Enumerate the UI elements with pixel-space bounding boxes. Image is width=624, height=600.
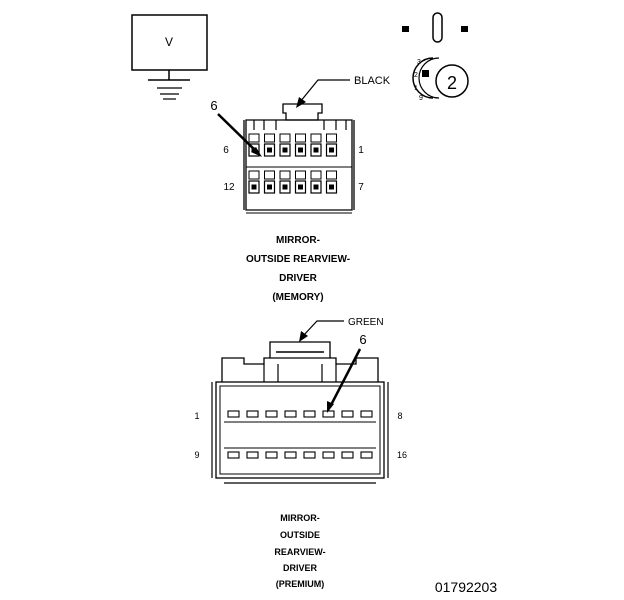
pin-cavity [341, 410, 354, 418]
pin-cavity [265, 451, 278, 459]
premium-pin-row-1 [227, 410, 373, 418]
pin-cavity [265, 410, 278, 418]
pin-cavity [303, 410, 316, 418]
memory-connector-caption: MIRROR- OUTSIDE REARVIEW- DRIVER (MEMORY… [246, 235, 350, 303]
caption-line: (MEMORY) [272, 292, 323, 303]
memory-connector: BLACK 6 6 1 12 7 MIRROR- OUTSIDE REARVIE… [210, 75, 390, 303]
figure-id: 01792203 [435, 579, 498, 595]
premium-pin-callout: 6 [359, 332, 366, 347]
pin-cavity [325, 133, 338, 157]
ground-icon [157, 87, 182, 100]
pin-cavity [360, 410, 373, 418]
memory-pin-number: 7 [358, 182, 364, 193]
caption-line: DRIVER [283, 563, 318, 573]
pin-cavity [263, 133, 276, 157]
switch-small-number: 3 [417, 59, 421, 66]
switch-small-number: 9 [419, 95, 423, 102]
pin-cavity [322, 410, 335, 418]
premium-pin-number: 1 [194, 411, 199, 421]
memory-connector-color: BLACK [354, 75, 391, 87]
premium-pin-number: 9 [194, 450, 199, 460]
caption-line: OUTSIDE [280, 530, 320, 540]
memory-pin-row-1 [248, 133, 338, 157]
voltmeter-symbol: V [165, 35, 173, 49]
pin-cavity [263, 170, 276, 194]
voltmeter-icon: V [131, 14, 208, 100]
premium-pin-number: 8 [397, 411, 402, 421]
pin-cavity [227, 410, 240, 418]
pin-cavity [303, 451, 316, 459]
pin-cavity [294, 133, 307, 157]
pin-cavity [322, 451, 335, 459]
pin-cavity [341, 451, 354, 459]
memory-pin-row-2 [248, 170, 338, 194]
caption-line: OUTSIDE REARVIEW- [246, 254, 350, 265]
premium-pin-row-2 [227, 451, 373, 459]
pin-cavity [246, 451, 259, 459]
memory-pin-number: 1 [358, 145, 364, 156]
switch-position-number: 2 [447, 73, 457, 93]
premium-connector-color: GREEN [348, 317, 384, 328]
memory-pin-number: 6 [223, 145, 229, 156]
pin-cavity [279, 170, 291, 194]
pin-cavity [294, 170, 307, 194]
premium-connector: GREEN 6 1 8 9 16 MIRROR- OUTSIDE [194, 317, 407, 589]
switch-small-number: 1 [414, 85, 418, 92]
caption-line: DRIVER [279, 273, 318, 284]
pin-cavity [246, 410, 259, 418]
pin-cavity [227, 451, 240, 459]
premium-connector-caption: MIRROR- OUTSIDE REARVIEW- DRIVER (PREMIU… [274, 513, 325, 589]
caption-line: REARVIEW- [274, 547, 325, 557]
pin-cavity [284, 410, 297, 418]
caption-line: (PREMIUM) [276, 579, 325, 589]
pin-cavity [325, 170, 338, 194]
switch-small-number: 2 [414, 72, 418, 79]
mirror-switch-icon: 2 3 2 1 9 [402, 12, 469, 102]
pin-cavity [310, 170, 322, 194]
pin-cavity [310, 133, 322, 157]
pin-cavity [279, 133, 291, 157]
pin-cavity [248, 170, 260, 194]
memory-pin-number: 12 [223, 182, 235, 193]
premium-pin-number: 16 [397, 450, 407, 460]
caption-line: MIRROR- [276, 235, 320, 246]
pin-cavity [284, 451, 297, 459]
pin-cavity [360, 451, 373, 459]
caption-line: MIRROR- [280, 513, 320, 523]
memory-pin-callout: 6 [210, 98, 217, 113]
